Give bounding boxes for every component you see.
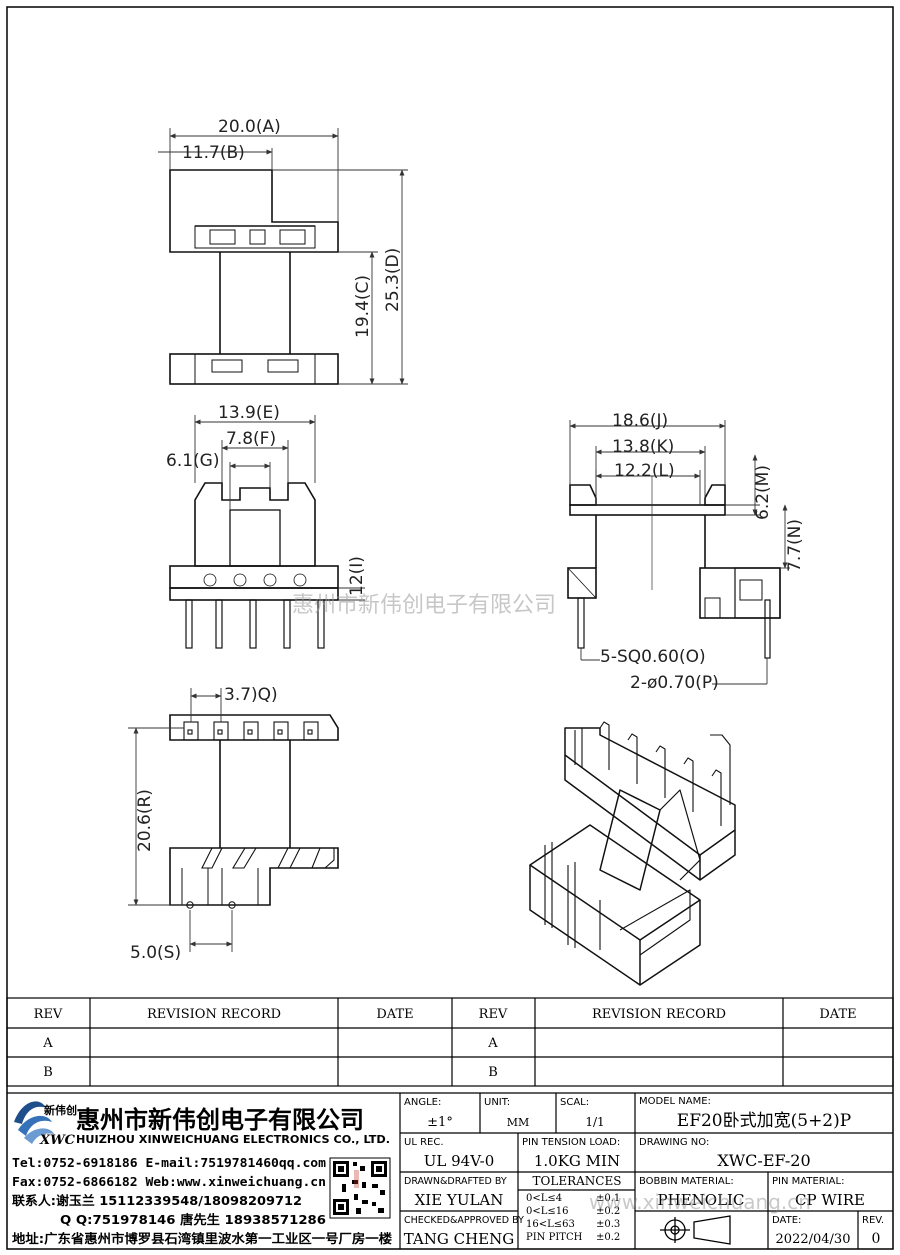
date-value: 2022/04/30 <box>776 1232 851 1247</box>
checked-by-value: TANG CHENG <box>404 1230 515 1248</box>
angle-value: ±1° <box>427 1115 453 1130</box>
rev-row-a-left: A <box>42 1036 53 1051</box>
pin-material-value: CP WIRE <box>795 1191 865 1209</box>
ul-rec-label: UL REC. <box>404 1137 444 1148</box>
dim-f-label: 7.8(F) <box>226 429 276 449</box>
tol-range-2: 0<L≤16 <box>526 1206 569 1217</box>
company-contact: 联系人:谢玉兰 15112339548/18098209712 <box>12 1193 302 1208</box>
company-name-cn: 惠州市新伟创电子有限公司 <box>76 1106 364 1134</box>
checked-by-label: CHECKED&APPROVED BY <box>404 1215 524 1226</box>
dim-s-label: 5.0(S) <box>130 943 181 963</box>
model-name-label: MODEL NAME: <box>639 1096 711 1107</box>
drawing-no-label: DRAWING NO: <box>639 1137 709 1148</box>
dim-b-label: 11.7(B) <box>182 143 245 163</box>
projection-symbol-icon <box>660 1215 731 1245</box>
tol-value-2: ±0.2 <box>596 1206 620 1217</box>
unit-label: UNIT: <box>484 1097 510 1108</box>
model-name-value: EF20卧式加宽(5+2)P <box>677 1111 851 1131</box>
tol-value-4: ±0.2 <box>596 1232 620 1243</box>
scale-value: 1/1 <box>585 1115 604 1129</box>
revision-table-grid <box>6 997 894 1087</box>
dim-j-label: 18.6(J) <box>612 411 668 431</box>
company-name-en: HUIZHOU XINWEICHUANG ELECTRONICS CO., LT… <box>76 1134 390 1146</box>
rev-value: 0 <box>872 1231 881 1247</box>
rev-row-b-right: B <box>488 1065 498 1080</box>
tol-value-1: ±0.1 <box>596 1193 620 1204</box>
rev-header-1: REV <box>34 1007 63 1022</box>
company-qq: Q Q:751978146 唐先生 18938571286 <box>60 1212 326 1227</box>
revision-table: REV REVISION RECORD DATE REV REVISION RE… <box>34 1007 857 1080</box>
tolerances-label: TOLERANCES <box>533 1174 622 1188</box>
watermark-company: 惠州市新伟创电子有限公司 <box>292 593 556 618</box>
dim-m-label: 6.2(M) <box>753 465 773 520</box>
dim-e-label: 13.9(E) <box>218 403 280 423</box>
rev-label: REV. <box>862 1215 884 1226</box>
revision-record-header-1: REVISION RECORD <box>147 1007 281 1022</box>
logo-abbr: XWC <box>39 1133 76 1148</box>
pin-tension-label: PIN TENSION LOAD: <box>522 1137 620 1148</box>
top-view <box>169 169 339 385</box>
angle-label: ANGLE: <box>404 1097 441 1108</box>
date-label: DATE: <box>772 1215 801 1226</box>
company-tel: Tel:0752-6918186 E-mail:7519781460qq.com <box>12 1155 326 1170</box>
front-view-dims <box>194 415 365 601</box>
dim-p-label: 2-ø0.70(P) <box>630 673 719 693</box>
rev-row-a-right: A <box>487 1036 498 1051</box>
dim-q-label: 3.7)Q) <box>224 685 278 705</box>
tol-range-4: PIN PITCH <box>526 1232 583 1243</box>
drawing-no-value: XWC-EF-20 <box>717 1151 810 1170</box>
revision-record-header-2: REVISION RECORD <box>592 1007 726 1022</box>
rev-row-b-left: B <box>43 1065 53 1080</box>
drawn-by-value: XIE YULAN <box>415 1191 504 1209</box>
side-view-dims <box>569 420 790 685</box>
dim-r-label: 20.6(R) <box>135 789 155 852</box>
watermark-url: www.xinweichuang.cn <box>589 1190 811 1214</box>
side-view <box>567 484 781 659</box>
top-view-dims <box>158 128 408 385</box>
bottom-view-dims <box>128 688 233 952</box>
company-fax: Fax:0752-6866182 Web:www.xinweichuang.cn <box>12 1174 326 1189</box>
bottom-view <box>169 714 339 909</box>
dim-k-label: 13.8(K) <box>612 437 674 457</box>
front-view <box>169 482 339 649</box>
dim-i-label: 12(I) <box>347 556 367 596</box>
dim-o-label: 5-SQ0.60(O) <box>600 647 706 667</box>
date-header-2: DATE <box>819 1007 856 1022</box>
drawn-by-label: DRAWN&DRAFTED BY <box>404 1176 507 1187</box>
tol-range-3: 16<L≤63 <box>526 1219 575 1230</box>
pin-material-label: PIN MATERIAL: <box>772 1176 844 1187</box>
sheet-border <box>6 6 894 1250</box>
logo-text-cn: 新伟创 <box>44 1103 77 1117</box>
date-header-1: DATE <box>376 1007 413 1022</box>
dim-l-label: 12.2(L) <box>614 461 675 481</box>
company-address: 地址:广东省惠州市博罗县石湾镇里波水第一工业区一号厂房一楼 <box>12 1231 393 1246</box>
bobbin-material-label: BOBBIN MATERIAL: <box>639 1176 734 1187</box>
rev-header-2: REV <box>479 1007 508 1022</box>
dim-c-label: 19.4(C) <box>353 275 373 338</box>
ul-rec-value: UL 94V-0 <box>424 1152 495 1170</box>
tol-value-3: ±0.3 <box>596 1219 620 1230</box>
title-block-grid <box>7 1092 893 1249</box>
dim-g-label: 6.1(G) <box>166 451 219 471</box>
tol-range-1: 0<L≤4 <box>526 1193 562 1204</box>
dim-n-label: 7.7(N) <box>785 519 805 572</box>
bobbin-material-value: PHENOLIC <box>658 1191 745 1209</box>
pin-tension-value: 1.0KG MIN <box>534 1152 620 1170</box>
tolerances-table: 0<L≤4 ±0.1 0<L≤16 ±0.2 16<L≤63 ±0.3 PIN … <box>526 1193 620 1243</box>
dim-a-label: 20.0(A) <box>218 117 281 137</box>
scale-label: SCAL: <box>560 1097 589 1108</box>
qr-code <box>329 1157 391 1219</box>
unit-value: MM <box>507 1116 530 1129</box>
company-logo: 新伟创 XWC <box>14 1101 77 1148</box>
dim-d-label: 25.3(D) <box>383 248 403 312</box>
isometric-view <box>529 721 736 986</box>
